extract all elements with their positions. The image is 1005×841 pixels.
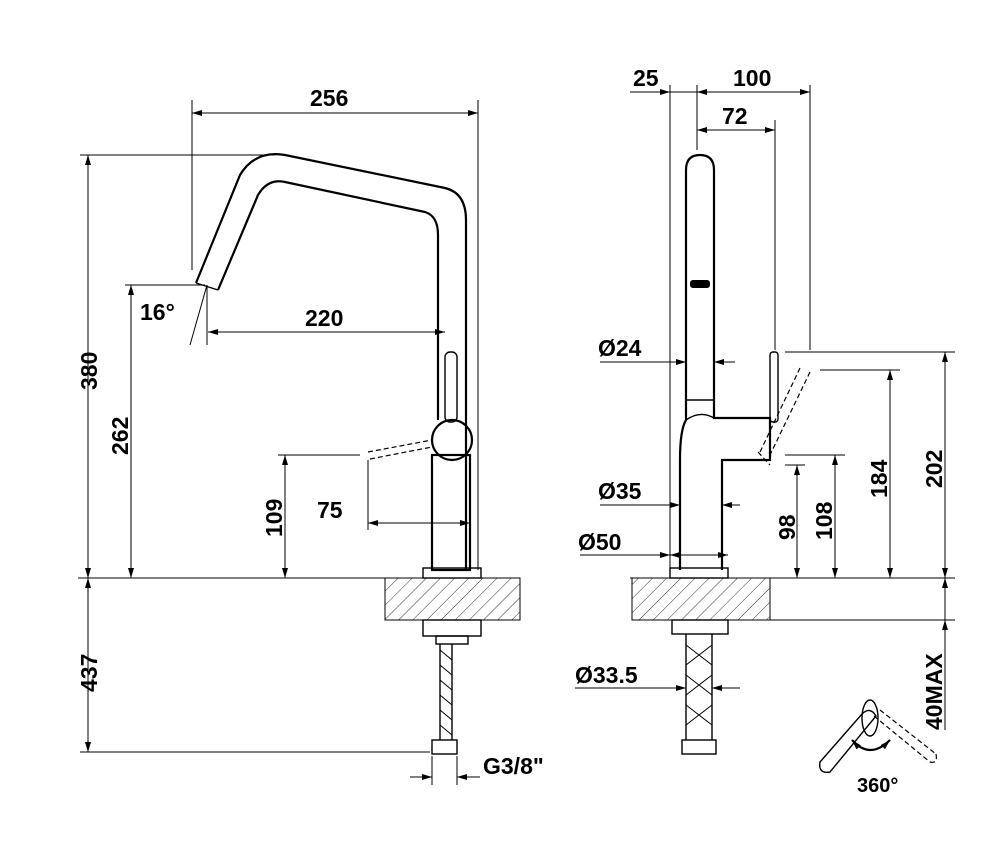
dim-shank-diameter: Ø33.5 [575,662,638,688]
dim-spout-angle: 16° [140,299,175,325]
hose-connector [431,739,458,755]
lever [444,351,458,423]
side-nut [671,619,729,635]
dim-counter-thickness: 40MAX [921,653,947,730]
side-body [678,400,772,570]
dim-lever-high: 184 [866,459,892,498]
front-view: 256 380 262 16° 220 109 75 437 G3/8 [76,85,544,785]
rotation-label: 360° [857,775,898,797]
dim-lever-mid: 108 [811,501,837,540]
side-connector [681,739,717,755]
dim-height-total: 380 [76,352,102,390]
hose-braid [685,644,713,726]
dim-spout-reach: 220 [305,305,343,331]
dim-body-diameter: Ø35 [598,478,642,504]
dim-width-total: 256 [310,85,348,111]
body [430,453,472,572]
dim-spout-depth: 72 [722,103,748,129]
side-hoses [685,634,713,740]
shank [435,635,469,645]
side-base-flange [669,567,729,579]
dim-lever-low: 98 [774,514,800,540]
rotation-icon [819,699,937,773]
side-lever [769,351,779,423]
dim-below-counter: 437 [76,654,102,692]
side-lever-alt [757,367,811,466]
countertop-section [384,577,521,621]
dim-connection: G3/8" [483,753,544,779]
body-curve [685,413,715,421]
spout-tube [684,153,716,400]
spout-inner [216,180,440,420]
dim-lever-top: 202 [921,450,947,488]
lever-alt-position [367,439,433,460]
fixing-nut [422,619,482,637]
dim-spout-height: 262 [107,417,133,455]
base-flange [422,567,482,579]
dim-base-diameter: Ø50 [578,529,621,555]
spout-outline [194,153,468,570]
dim-handle-height: 109 [261,499,287,537]
dim-handle-offset: 75 [317,497,343,523]
dim-depth-total: 100 [733,65,771,91]
aerator-button [690,280,710,288]
dim-offset-back: 25 [633,65,659,91]
countertop-section [631,577,771,621]
dim-spout-diameter: Ø24 [598,335,642,361]
side-view: 25 100 72 Ø24 Ø35 Ø50 Ø33.5 98 108 184 2… [575,65,955,797]
angle-line [189,284,208,346]
hose-braid [439,649,453,736]
